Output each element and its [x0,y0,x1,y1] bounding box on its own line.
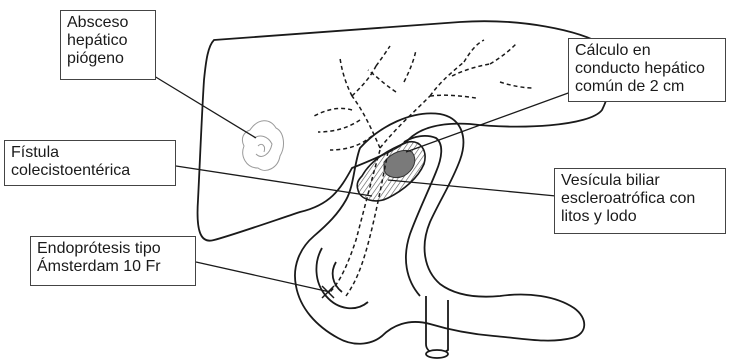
duodenum-outline [295,113,584,343]
label-stent: Endoprótesis tipo Ámsterdam 10 Fr [30,236,196,286]
bile-ducts [314,40,534,150]
liver-outline [198,21,612,240]
label-stone-line-2: conducto hepático [575,60,719,78]
label-abscess-line-2: hepático [67,32,149,50]
leader-abscess [154,76,256,138]
label-gallbladder: Vesícula biliar escleroatrófica con lito… [554,168,726,234]
label-gallbladder-line-3: litos y lodo [561,208,719,226]
leader-stone [406,88,582,152]
label-gallbladder-line-2: escleroatrófica con [561,190,719,208]
label-fistula: Fístula colecistoentérica [4,140,176,186]
label-stent-line-2: Ámsterdam 10 Fr [37,258,189,276]
label-abscess-line-1: Absceso [67,14,149,32]
leader-fistula [176,166,372,196]
leader-gallbladder [388,180,556,196]
label-abscess: Absceso hepático piógeno [60,10,156,80]
label-fistula-line-1: Fístula [11,144,169,162]
intestine-tube [426,296,448,358]
leader-stent [196,262,330,292]
abscess-region [242,121,283,171]
label-stone-line-3: común de 2 cm [575,78,719,96]
label-abscess-line-3: piógeno [67,50,149,68]
label-stone-line-1: Cálculo en [575,42,719,60]
label-stent-line-1: Endoprótesis tipo [37,240,189,258]
label-stone: Cálculo en conducto hepático común de 2 … [568,38,726,102]
label-gallbladder-line-1: Vesícula biliar [561,172,719,190]
label-fistula-line-2: colecistoentérica [11,162,169,180]
